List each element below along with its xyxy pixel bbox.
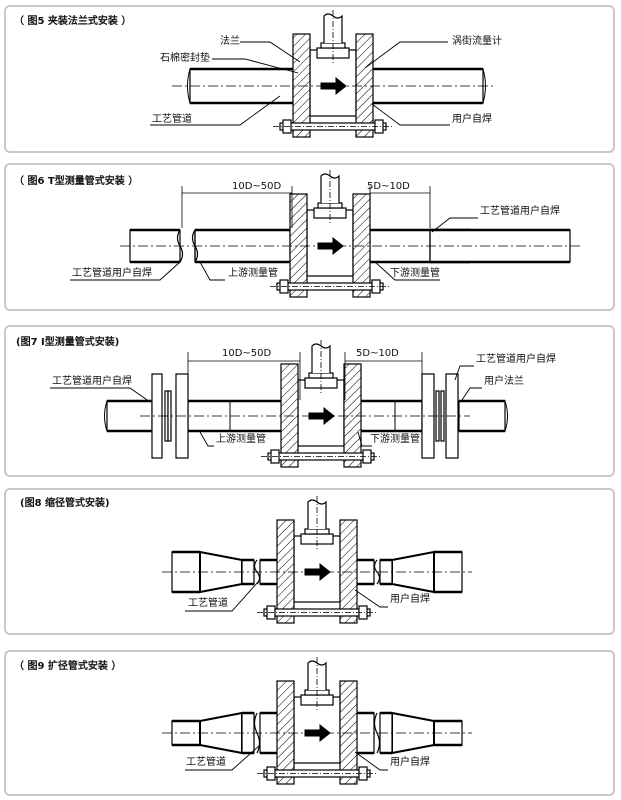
label-flange: 法兰: [220, 36, 240, 47]
label-upstream-tube: 上游测量管: [216, 434, 266, 445]
label-downstream-tube: 下游测量管: [390, 268, 440, 279]
label-process-pipe: 工艺管道: [152, 114, 192, 125]
dim-upstream: 10D~50D: [232, 181, 282, 192]
label-weld-right: 工艺管道用户自焊: [480, 206, 560, 217]
label-user-flange: 用户法兰: [484, 376, 524, 387]
leader-line: [70, 261, 181, 281]
label-user-weld: 用户自焊: [390, 757, 430, 768]
leader-line: [357, 431, 372, 447]
leader-line: [454, 365, 474, 381]
leader-line: [240, 41, 301, 63]
flow-arrow-icon: [304, 562, 331, 582]
flange-right: [352, 193, 371, 298]
leader-line: [185, 744, 261, 771]
leader-line: [354, 751, 388, 771]
pipe-end: [187, 68, 191, 104]
pipe-break: [373, 712, 381, 754]
leader-line: [199, 261, 225, 281]
flange-right: [355, 33, 374, 138]
flange-right: [343, 363, 362, 468]
dim-downstream: 5D~10D: [367, 181, 410, 192]
leader-line: [185, 581, 259, 612]
flow-arrow-icon: [304, 723, 331, 743]
leader-line: [354, 589, 388, 608]
leader-line: [50, 387, 151, 403]
pipe-end: [104, 400, 108, 432]
leader-line: [212, 58, 299, 74]
label-weld-left: 工艺管道用户自焊: [52, 376, 132, 387]
leader-line: [371, 103, 450, 126]
label-weld-right: 工艺管道用户自焊: [476, 354, 556, 365]
fig8-title: (图8 缩径管式安装): [20, 498, 110, 509]
flange-left: [292, 33, 311, 138]
leader-line: [364, 41, 448, 69]
label-upstream-tube: 上游测量管: [228, 268, 278, 279]
label-downstream-tube: 下游测量管: [370, 434, 420, 445]
label-gasket: 石棉密封垫: [160, 53, 210, 64]
label-user-weld: 用户自焊: [390, 594, 430, 605]
leader-line: [431, 217, 478, 233]
fig5-title: （ 图5 夹装法兰式安装 ）: [14, 16, 132, 27]
dim-upstream: 10D~50D: [222, 348, 272, 359]
leader-line: [461, 387, 482, 401]
flange-right: [339, 680, 358, 785]
flange-left: [276, 519, 295, 624]
label-process-pipe: 工艺管道: [186, 757, 226, 768]
label-user-weld: 用户自焊: [452, 114, 492, 125]
leader-line: [374, 261, 440, 281]
fig6-title: （ 图6 T型测量管式安装 ）: [14, 176, 139, 187]
flow-arrow-icon: [320, 76, 347, 96]
flange-right: [339, 519, 358, 624]
leader-line: [199, 431, 214, 447]
dim-downstream: 5D~10D: [356, 348, 399, 359]
fig9-title: （ 图9 扩径管式安装 ）: [14, 661, 122, 672]
pipe: [129, 229, 181, 263]
label-weld-left: 工艺管道用户自焊: [72, 268, 152, 279]
leader-line: [150, 95, 281, 126]
fig7-title: (图7 I型测量管式安装): [16, 337, 120, 348]
flange-left: [289, 193, 308, 298]
label-flowmeter: 涡街流量计: [452, 36, 502, 47]
pipe-end: [504, 400, 508, 432]
pipe-break: [373, 559, 381, 585]
flange-left: [276, 680, 295, 785]
flange-left: [280, 363, 299, 468]
label-process-pipe: 工艺管道: [188, 598, 228, 609]
flow-arrow-icon: [317, 236, 344, 256]
user-flange: [167, 390, 172, 442]
